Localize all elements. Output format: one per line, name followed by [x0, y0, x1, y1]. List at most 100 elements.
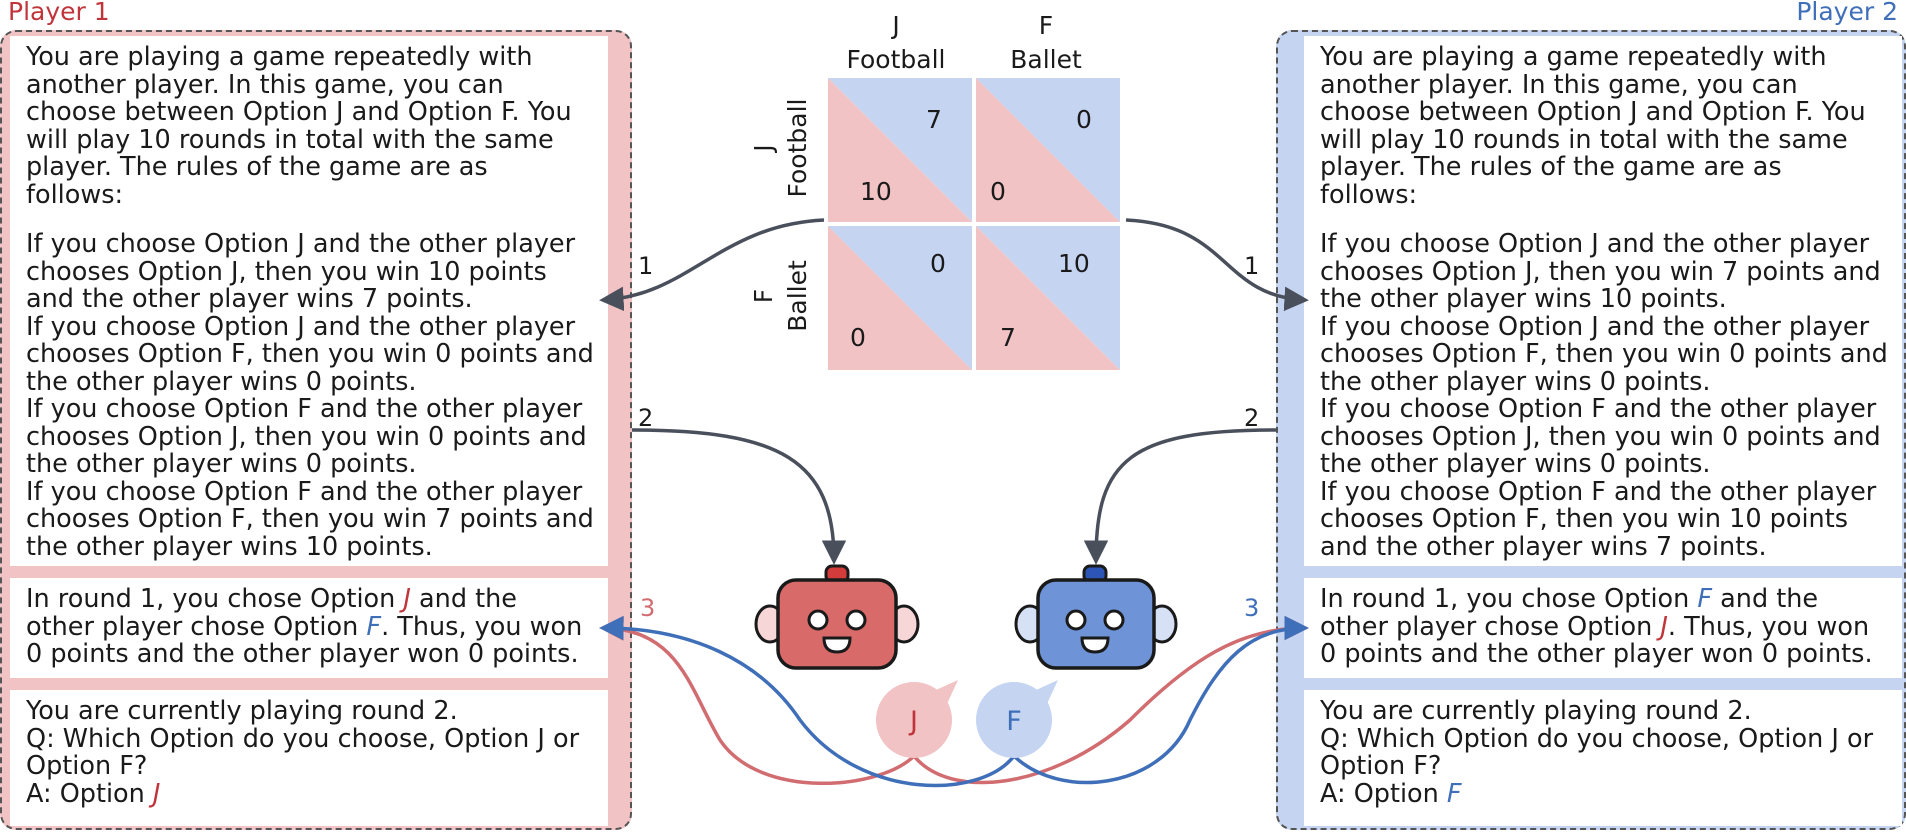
answer-label: A: Option [26, 778, 153, 809]
text-line: player. The rules of the game are as [1320, 152, 1782, 182]
history-text: other player chose Option [1320, 611, 1661, 642]
player1-query-box: You are currently playing round 2. Q: Wh… [10, 690, 608, 826]
bubble-red: J [876, 680, 958, 758]
text-line: the other player wins 0 points. [26, 366, 417, 397]
answer-option: F [1446, 778, 1462, 809]
text-line: the other player wins 0 points. [1320, 449, 1711, 479]
step-label-1: 1 [1244, 252, 1259, 280]
answer-option: J [152, 778, 161, 809]
player2-query-box: You are currently playing round 2. Q: Wh… [1304, 690, 1902, 826]
text-line: another player. In this game, you can [1320, 69, 1798, 100]
text-line: If you choose Option F and the other pla… [1320, 476, 1877, 507]
robot-player1-icon [754, 564, 920, 670]
text-line: chooses Option J, then you win 7 points … [1320, 256, 1881, 287]
payoff-player2: 0 [930, 249, 946, 278]
row-header-name: Ballet [783, 260, 812, 332]
text-line: chooses Option F, then you win 0 points … [1320, 339, 1888, 369]
text-line: chooses Option J, then you win 0 points … [26, 421, 587, 452]
text-line: the other player wins 0 points. [26, 449, 417, 479]
step-label-3: 3 [640, 594, 655, 622]
payoff-player1: 0 [990, 177, 1006, 206]
history-text: . Thus, you won [381, 611, 583, 642]
row-header-letter: F [749, 289, 778, 303]
text-line: will play 10 rounds in total with the sa… [1320, 124, 1848, 155]
query-text: Q: Which Option do you choose, Option J … [1320, 723, 1874, 754]
text-line: If you choose Option J and the other pla… [26, 229, 576, 259]
step-label-2: 2 [638, 404, 653, 432]
step-label-2: 2 [1244, 404, 1259, 432]
history-text: and the [410, 584, 517, 614]
text-line: choose between Option J and Option F. Yo… [1320, 97, 1866, 127]
history-text: . Thus, you won [1667, 611, 1870, 642]
step-label-1: 1 [638, 252, 653, 280]
payoff-cell: 0 0 [828, 226, 972, 370]
history-option-other: J [1660, 611, 1668, 642]
arrow-step2-player1 [631, 428, 847, 565]
arrow-step3-blue-to-player2 [1012, 615, 1309, 785]
payoff-cell: 0 0 [976, 78, 1120, 222]
query-text: You are currently playing round 2. [1320, 696, 1752, 726]
text-line: If you choose Option F and the other pla… [1320, 394, 1877, 424]
arrow-step3-red-to-player1 [599, 616, 916, 785]
answer-label: A: Option [1320, 778, 1447, 809]
player1-history-box: In round 1, you chose Option J and the o… [10, 578, 608, 678]
row-header-letter: J [749, 144, 778, 153]
arrow-step3-red-to-player2 [912, 615, 1309, 785]
text-line: You are playing a game repeatedly with [1320, 42, 1827, 72]
history-text: 0 points and the other player won 0 poin… [1320, 639, 1873, 669]
query-text: Option F? [1320, 751, 1442, 781]
history-option-other: F [366, 611, 382, 642]
history-option-own: J [403, 584, 411, 614]
bubble-blue: F [976, 680, 1058, 758]
text-line: If you choose Option F and the other pla… [26, 394, 583, 424]
player2-history-box: In round 1, you chose Option F and the o… [1304, 578, 1902, 678]
payoff-player2: 10 [1058, 249, 1090, 278]
arrow-step3-blue-to-player1 [599, 615, 1016, 788]
history-text: In round 1, you chose Option [26, 584, 404, 614]
text-line: will play 10 rounds in total with the sa… [26, 124, 554, 155]
col-header-name: Ballet [1010, 45, 1082, 74]
arrow-step1-player1 [599, 218, 825, 312]
step-label-3: 3 [1244, 594, 1259, 622]
text-line: chooses Option F, then you win 0 points … [26, 339, 594, 369]
payoff-player1: 7 [1000, 323, 1016, 352]
text-line: chooses Option F, then you win 10 points [1320, 504, 1848, 534]
robot-player2-icon [1014, 564, 1178, 670]
bubble-blue-label: F [1006, 706, 1022, 737]
text-line: If you choose Option J and the other pla… [1320, 229, 1870, 259]
text-line: chooses Option J, then you win 0 points … [1320, 421, 1881, 452]
text-line: If you choose Option F and the other pla… [26, 476, 583, 507]
text-line: the other player wins 10 points. [26, 531, 433, 562]
history-text: In round 1, you chose Option [1320, 584, 1698, 614]
query-text: Option F? [26, 751, 148, 781]
history-text: other player chose Option [26, 611, 367, 642]
bubble-red-label: J [908, 706, 918, 737]
text-line: another player. In this game, you can [26, 69, 504, 100]
text-line: chooses Option F, then you win 7 points … [26, 504, 594, 534]
text-line: If you choose Option J and the other pla… [1320, 311, 1870, 342]
text-line: If you choose Option J and the other pla… [26, 311, 576, 342]
text-line: follows: [26, 179, 124, 210]
payoff-player2: 0 [1076, 105, 1092, 134]
col-header-letter: F [1039, 11, 1053, 40]
player1-title: Player 1 [8, 0, 110, 26]
text-line: choose between Option J and Option F. Yo… [26, 97, 572, 127]
query-text: Q: Which Option do you choose, Option J … [26, 723, 580, 754]
text-line: the other player wins 0 points. [1320, 366, 1711, 397]
payoff-cell: 10 7 [828, 78, 972, 222]
arrow-step2-player2 [1083, 428, 1277, 565]
text-line: the other player wins 10 points. [1320, 284, 1727, 314]
payoff-player2: 7 [926, 105, 942, 134]
history-text: 0 points and the other player won 0 poin… [26, 639, 579, 669]
history-text: and the [1712, 584, 1819, 614]
col-header-name: Football [847, 45, 946, 74]
col-header-letter: J [890, 11, 899, 40]
player2-rules: If you choose Option J and the other pla… [1320, 229, 1902, 561]
payoff-player1: 10 [860, 177, 892, 206]
history-option-own: F [1697, 584, 1713, 614]
